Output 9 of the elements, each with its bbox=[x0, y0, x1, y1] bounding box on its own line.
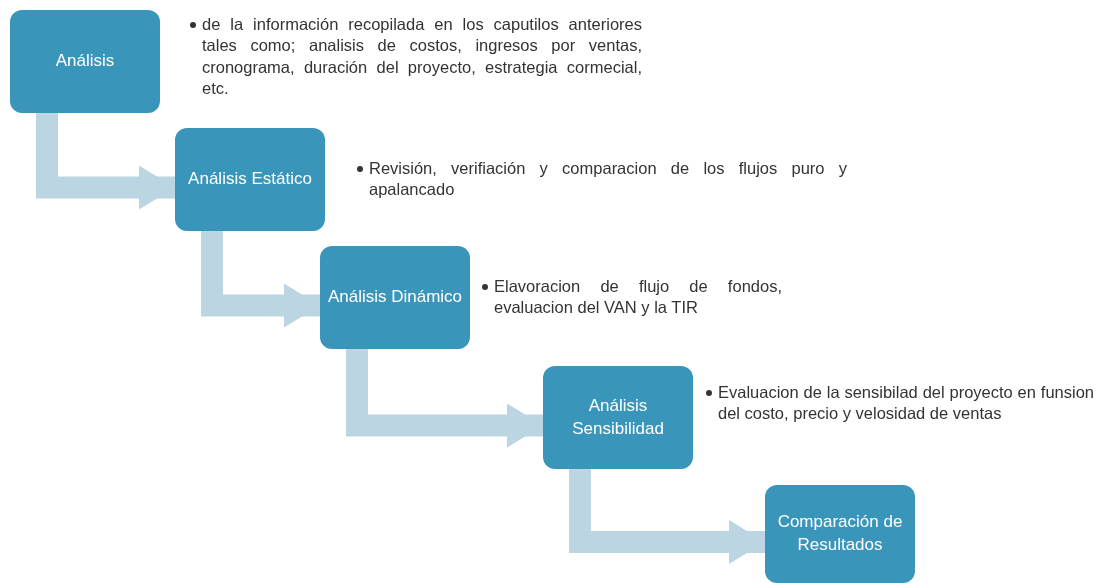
description-text: Elavoracion de flujo de fondos, evaluacion del VAN y la TIR bbox=[494, 276, 782, 319]
process-box: Análisis Dinámico bbox=[320, 246, 470, 349]
description-text: Revisión, verifiación y comparacion de los flujos puro y apalancado bbox=[369, 158, 847, 201]
process-box: Análisis Sensibilidad bbox=[543, 366, 693, 469]
description-text: Evaluacion de la sensibilad del proyecto en funsion del costo, precio y velosidad de ventas bbox=[718, 382, 1094, 425]
description-text: de la información recopilada en los caputilos anteriores tales como; analisis de costos, ingresos por ventas, cronograma, duración del proyecto, estrategia cormecial, etc. bbox=[202, 14, 642, 100]
process-box: Comparación de Resultados bbox=[765, 485, 915, 583]
process-box: Análisis Estático bbox=[175, 128, 325, 231]
process-box: Análisis bbox=[10, 10, 160, 113]
